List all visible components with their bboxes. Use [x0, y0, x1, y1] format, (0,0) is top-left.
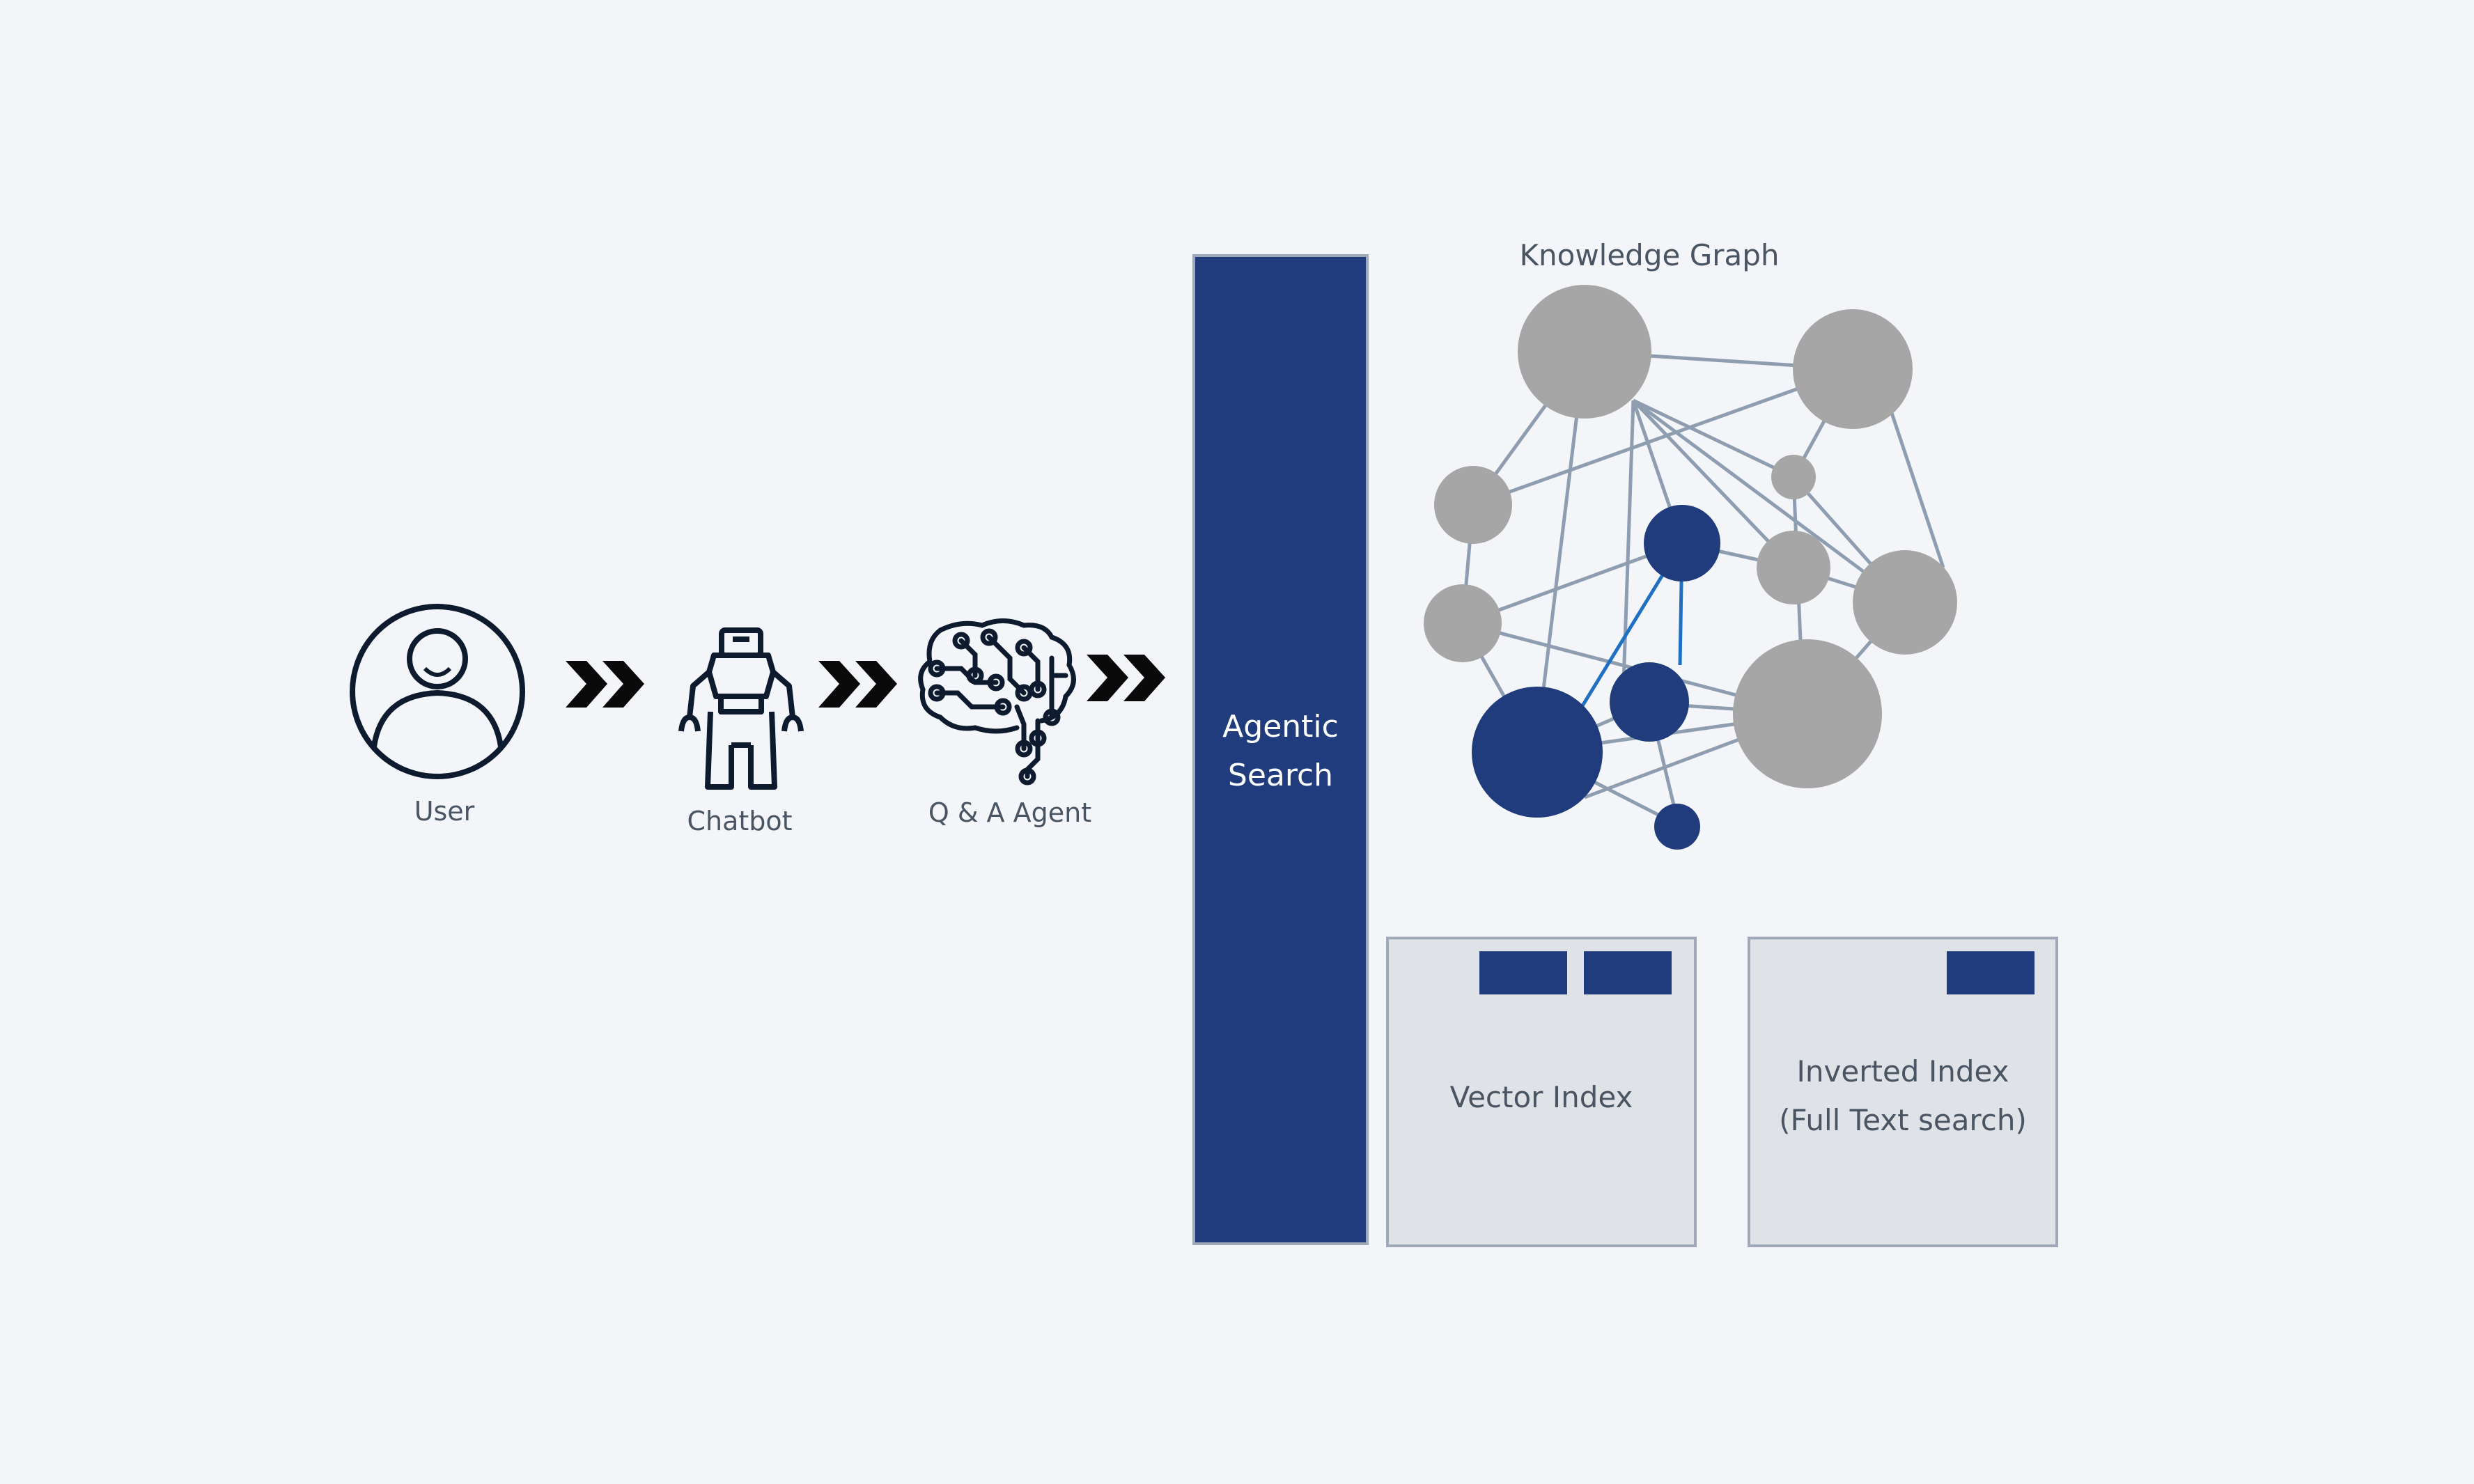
graph-edge [1534, 351, 1587, 753]
graph-node-highlight [1610, 662, 1689, 742]
inverted-index-tab [1947, 951, 2035, 994]
graph-node [1733, 639, 1882, 788]
chevron-right-icon [566, 661, 644, 708]
vector-index-box: Vector Index [1386, 937, 1697, 1247]
graph-node-highlight [1472, 687, 1603, 818]
chevron-right-icon [1087, 655, 1165, 701]
agentic-search-panel: Agentic Search [1192, 254, 1369, 1245]
vector-index-tab [1479, 951, 1567, 994]
graph-edge [1889, 410, 1945, 568]
graph-node [1424, 584, 1502, 662]
user-label: User [414, 796, 475, 827]
graph-node [1793, 309, 1913, 429]
chevron-right-icon [818, 661, 897, 708]
agentic-search-label: Agentic Search [1222, 709, 1339, 793]
graph-edge [1621, 400, 1635, 704]
graph-edge [1632, 399, 1795, 569]
graph-edge [1472, 367, 1853, 507]
robot-icon [678, 627, 804, 790]
graph-node-highlight [1654, 804, 1700, 850]
knowledge-graph-title: Knowledge Graph [1519, 238, 1780, 272]
qa-agent-label: Q & A Agent [928, 797, 1092, 828]
graph-node [1434, 466, 1512, 544]
graph-edge [1632, 398, 1906, 604]
inverted-index-label: Inverted Index (Full Text search) [1779, 1054, 2027, 1137]
graph-nodes [1424, 285, 1957, 850]
user-icon [350, 604, 525, 779]
chatbot-label: Chatbot [687, 806, 793, 836]
inverted-index-box: Inverted Index (Full Text search) [1748, 937, 2058, 1247]
graph-node [1757, 531, 1830, 604]
graph-node [1853, 550, 1957, 655]
graph-node [1518, 285, 1651, 419]
vector-index-tab [1584, 951, 1672, 994]
brain-circuit-icon [918, 618, 1076, 786]
graph-edge [1632, 398, 1795, 479]
graph-node-highlight [1644, 505, 1720, 581]
vector-index-label: Vector Index [1449, 1080, 1633, 1114]
graph-node [1771, 455, 1816, 499]
